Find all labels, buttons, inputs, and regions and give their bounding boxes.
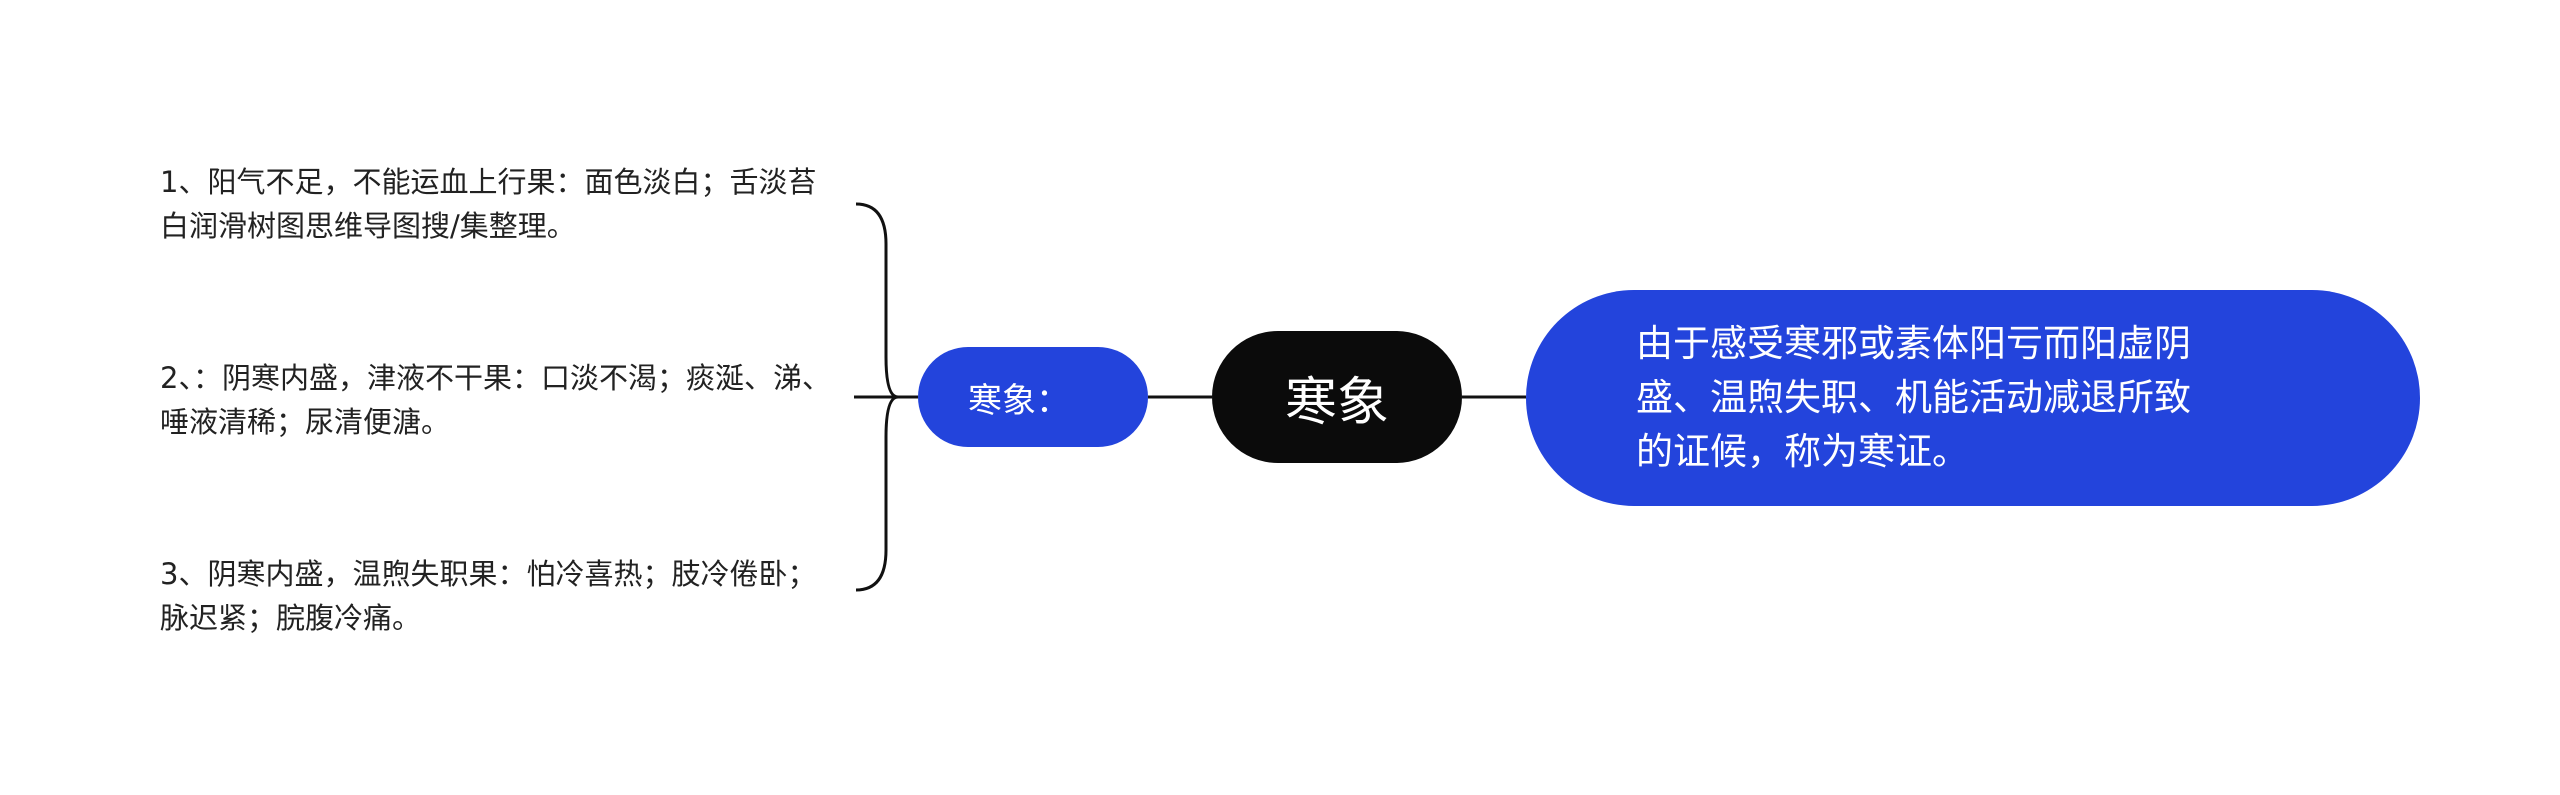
branch-right-line: 由于感受寒邪或素体阳亏而阳虚阴 <box>1636 322 2191 365</box>
leaf-bracket <box>855 202 899 592</box>
branch-left-label: 寒象： <box>968 380 1070 421</box>
root-node[interactable]: 寒象 <box>1212 331 1462 463</box>
leaf-item-1[interactable]: 1、阳气不足，不能运血上行果：面色淡白；舌淡苔白润滑树图思维导图搜/集整理。 <box>160 165 817 243</box>
branch-right-line: 盛、温煦失职、机能活动减退所致 <box>1636 376 2191 419</box>
branch-right-line: 的证候，称为寒证。 <box>1636 430 1969 473</box>
leaf-item-2[interactable]: 2、：阴寒内盛，津液不干果：口淡不渴；痰涎、涕、唾液清稀；尿清便溏。 <box>160 361 831 439</box>
branch-right-text: 由于感受寒邪或素体阳亏而阳虚阴 盛、温煦失职、机能活动减退所致 的证候，称为寒证… <box>1636 317 2191 479</box>
root-label: 寒象 <box>1284 372 1389 433</box>
branch-node-left[interactable]: 寒象： <box>918 347 1148 447</box>
branch-node-right[interactable]: 由于感受寒邪或素体阳亏而阳虚阴 盛、温煦失职、机能活动减退所致 的证候，称为寒证… <box>1526 290 2420 506</box>
leaf-item-3[interactable]: 3、阴寒内盛，温煦失职果：怕冷喜热；肢冷倦卧；脉迟紧；脘腹冷痛。 <box>160 557 817 635</box>
